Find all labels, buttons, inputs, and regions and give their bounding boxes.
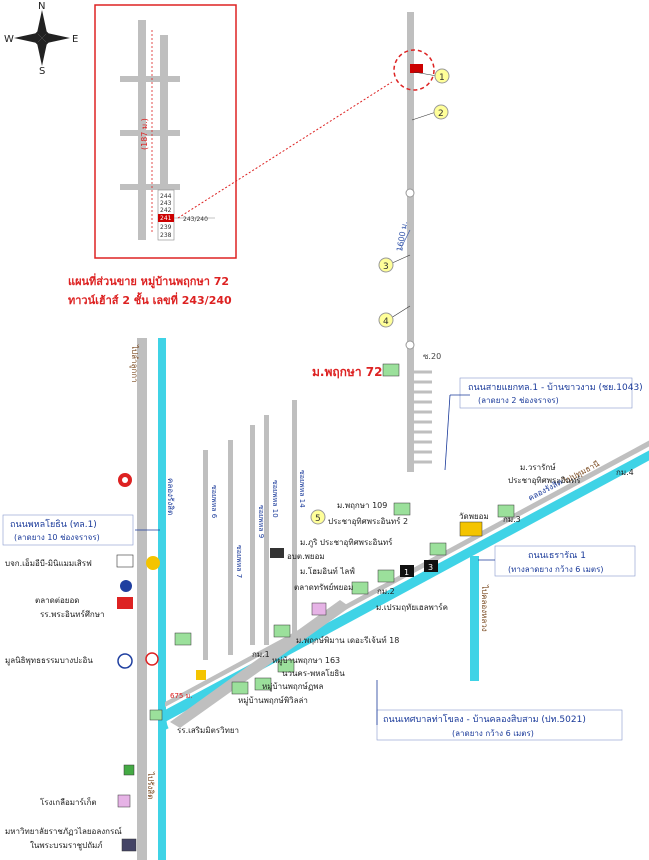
place-school2: รร.พระอินทร์ศึกษา bbox=[40, 609, 105, 619]
place-pruksa109: ม.พฤกษา 109 bbox=[337, 501, 387, 510]
marker-5-icon bbox=[310, 509, 326, 525]
village-icon bbox=[382, 363, 400, 377]
road-rattanawan: ถนนเธรารัณ 1 bbox=[528, 551, 586, 561]
place-nawa: นวนคร-พหลโยธิน bbox=[282, 668, 345, 678]
place-varatan2: ประชาอุทิศพระอินทร์ bbox=[508, 475, 581, 485]
soi-10: ซอยพหล 10 bbox=[271, 480, 279, 518]
inset-map bbox=[120, 20, 215, 241]
soi-9: ซอยพหล 9 bbox=[257, 505, 265, 538]
label-to-rangsit: ไปรังสิต bbox=[146, 771, 155, 799]
plot-244: 244 bbox=[160, 193, 172, 200]
place-foundation: มูลนิธิพุทธธรรมบางปะอิน bbox=[5, 656, 93, 666]
marker-4: 4 bbox=[383, 317, 389, 327]
road-saiyaek-note: (ลาดยาง 2 ช่องจราจร) bbox=[478, 396, 559, 405]
project-unit-marker bbox=[410, 64, 423, 73]
place-preamsuk: ม.เปรมฤทัยเฮลพาร์ค bbox=[376, 602, 448, 612]
inset-road-length: (187 ม.) bbox=[140, 118, 149, 150]
label-to-lamsai: ไปลำลูกกา bbox=[129, 344, 139, 383]
place-talad: ตลาดต่อยอด bbox=[35, 596, 79, 605]
plot-241: 241 bbox=[160, 215, 172, 222]
place-school: รร.เสริมมิตรวิทยา bbox=[177, 726, 239, 735]
soi-roads bbox=[203, 400, 297, 660]
phahonyothin-cyan bbox=[158, 338, 166, 860]
plot-238: 238 bbox=[160, 232, 172, 239]
place-km1: กม.1 bbox=[252, 650, 270, 659]
marker-1-icon bbox=[413, 68, 450, 84]
compass-icon bbox=[14, 10, 70, 66]
phahonyothin-road bbox=[137, 338, 147, 860]
distance-675: 675 ม. bbox=[170, 692, 192, 700]
plot-242: 242 bbox=[160, 207, 172, 214]
place-prapa: หมู่บ้านพฤกษ์พิวิลล่า bbox=[238, 695, 308, 706]
road-tessaban-note: (ลาดยาง กว้าง 6 เมตร) bbox=[452, 729, 534, 738]
marker-5: 5 bbox=[315, 514, 321, 524]
place-hospital: โรงเกลือมาร์เก็ต bbox=[40, 797, 97, 807]
label-klong: คลองรังสิต bbox=[166, 478, 175, 515]
place-pracha2: ประชาอุทิศพระอินทร์ 2 bbox=[328, 516, 408, 526]
label-to-klongluang: ไปคลองหลวง bbox=[480, 584, 489, 632]
place-km2: กม.2 bbox=[377, 587, 395, 596]
pointer-line bbox=[177, 81, 393, 219]
compass-n: N bbox=[38, 1, 45, 12]
label-pruksa72: ม.พฤกษา 72 bbox=[312, 365, 382, 379]
place-wat: วัดพยอม bbox=[459, 512, 489, 521]
place-pattra: หมู่บ้านพฤกษ์ฏพล bbox=[262, 681, 323, 692]
plot-239: 239 bbox=[160, 224, 172, 231]
road-rattanawan-note: (ทางลาดยาง กว้าง 6 เมตร) bbox=[508, 565, 604, 574]
place-km3: กม.3 bbox=[503, 515, 521, 524]
landmark-icons bbox=[116, 473, 515, 852]
place-market: ตลาดทรัพย์พยอม bbox=[294, 582, 353, 592]
compass-s: S bbox=[39, 66, 45, 77]
place-phuri: ม.ภูริ ประชาอุทิศพระอินทร์ bbox=[300, 537, 393, 548]
soi-7: ซอยพหล 7 bbox=[235, 545, 243, 578]
place-home-life: ม.โฮมอินท์ ไลฟ์ bbox=[300, 566, 355, 576]
marker-2-icon bbox=[411, 104, 449, 121]
project-highlight bbox=[393, 49, 435, 91]
label-n3: 3 bbox=[428, 563, 433, 572]
place-pruksamit: ม.พฤกษ์พิมาน เดอะรีเจ้นท์ 18 bbox=[296, 635, 399, 645]
marker-1: 1 bbox=[439, 73, 445, 83]
compass-e: E bbox=[72, 34, 78, 45]
soi-6: ซอยพหล 6 bbox=[210, 485, 218, 519]
place-varatan: ม.วรารักษ์ bbox=[520, 462, 556, 472]
road-phahonyothin: ถนนพหลโยธิน (ทล.1) bbox=[10, 519, 97, 530]
road-phahonyothin-note: (ลาดยาง 10 ช่องจราจร) bbox=[14, 533, 100, 542]
label-n1: 1 bbox=[404, 568, 409, 577]
road-tessaban: ถนนเทศบาลท่าโขลง - บ้านคลองสิบสาม (ปท.50… bbox=[383, 714, 586, 725]
inset-title-line2: ทาวน์เฮ้าส์ 2 ชั้น เลขที่ 243/240 bbox=[68, 292, 232, 307]
plot-243: 243 bbox=[160, 200, 172, 207]
label-soi20: ซ.20 bbox=[423, 352, 441, 361]
place-university: มหาวิทยาลัยราชภัฏวไลยอลงกรณ์ bbox=[5, 826, 122, 836]
place-pruksa163: หมู่บ้านพฤกษา 163 bbox=[272, 656, 340, 666]
inset-unit-label: 243/240 bbox=[183, 216, 208, 223]
tessaban-road bbox=[165, 450, 649, 722]
rattanawan-road bbox=[470, 556, 479, 681]
soi-14: ซอยพหล 14 bbox=[298, 470, 306, 508]
road-saiyaek: ถนนสายแยกทล.1 - บ้านขาวงาม (ชย.1043) bbox=[468, 382, 643, 393]
marker-3-icon bbox=[378, 254, 411, 273]
project-road bbox=[407, 12, 414, 472]
inset-frame bbox=[94, 4, 237, 259]
place-km4: กม.4 bbox=[616, 468, 634, 477]
place-obt: อบต.พยอม bbox=[287, 552, 325, 561]
compass-w: W bbox=[4, 34, 14, 45]
marker-3: 3 bbox=[383, 262, 389, 272]
place-bjk: บจก.เอ็มอีบี-มินิแมมเสิรฟ bbox=[5, 558, 92, 568]
marker-2: 2 bbox=[438, 109, 444, 119]
place-university2: ในพระบรมราชูปถัมภ์ bbox=[30, 840, 103, 851]
inset-title-line1: แผนที่ส่วนขาย หมู่บ้านพฤกษา 72 bbox=[68, 273, 229, 289]
marker-4-icon bbox=[378, 305, 411, 328]
